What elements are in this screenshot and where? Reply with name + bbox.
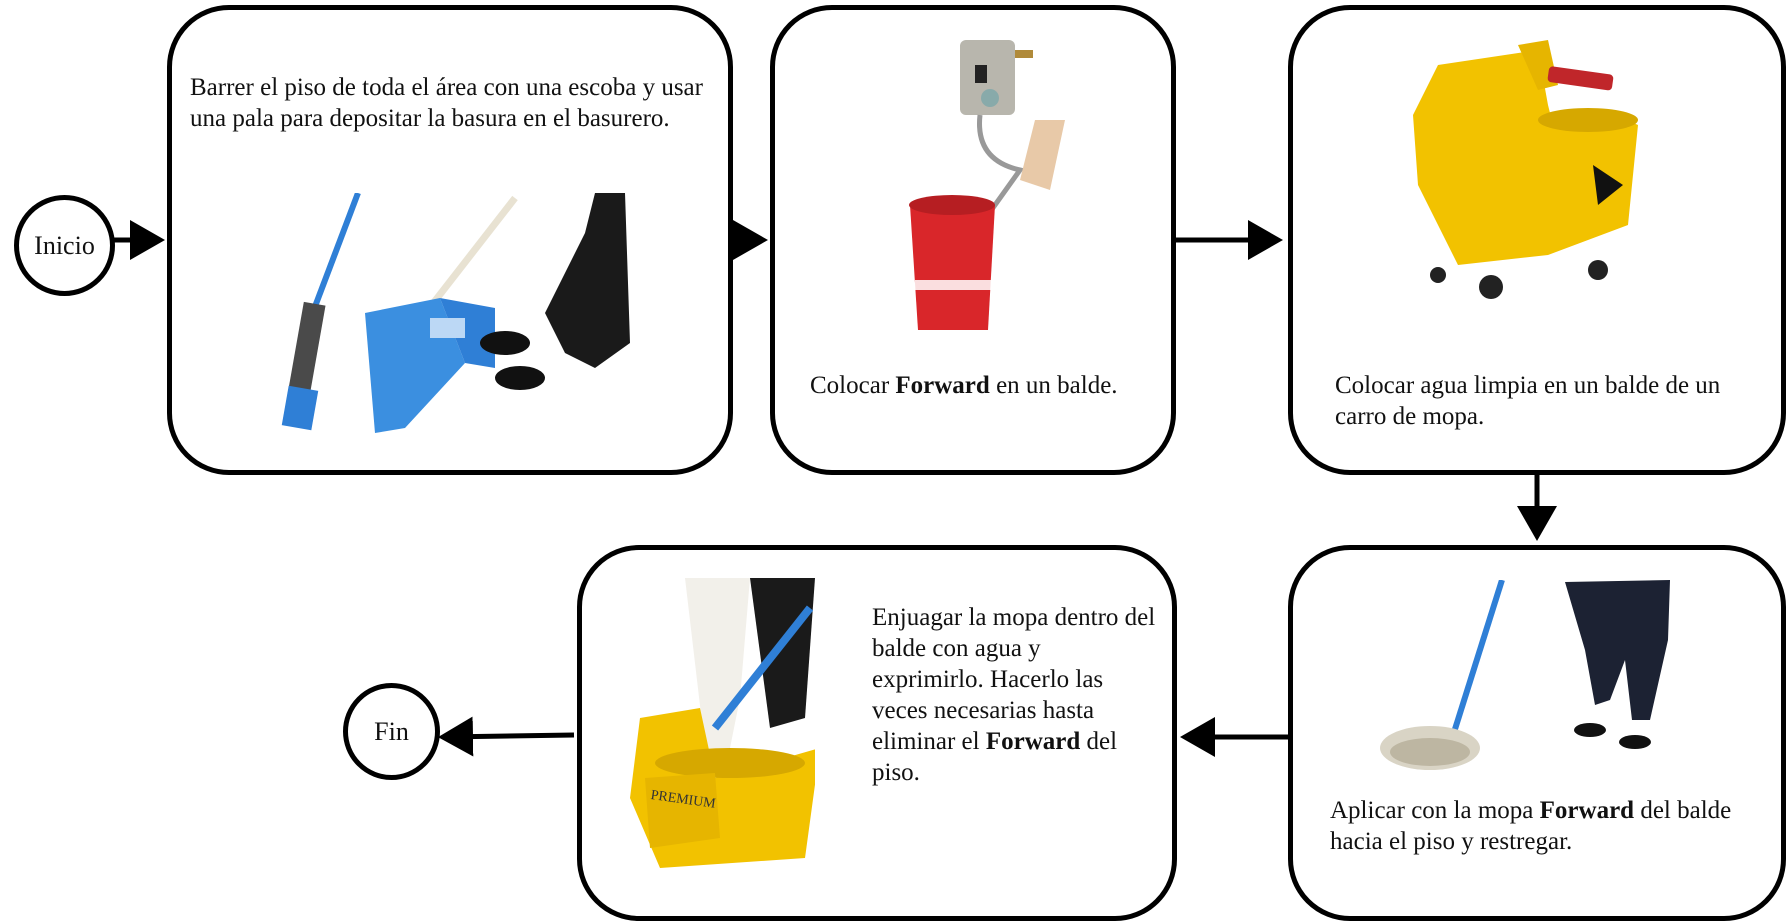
step-4-text-post: del balde hacia el piso y restregar. (1330, 797, 1732, 855)
step-1-box (167, 5, 733, 475)
start-label: Inicio (34, 230, 95, 260)
end-node: Fin (343, 683, 440, 780)
step-1-text: Barrer el piso de toda el área con una e… (190, 74, 703, 132)
bucket-dispenser-image (909, 40, 1065, 330)
step-2-text-bold: Forward (895, 372, 990, 399)
step-2-text: Colocar Forward en un balde. (810, 370, 1140, 401)
mop-cart-image (1413, 40, 1638, 299)
broom-dustpan-image (281, 193, 630, 433)
step-4-text-bold: Forward (1539, 797, 1635, 824)
step-4-text-pre: Aplicar con la mopa (1330, 797, 1540, 824)
start-node: Inicio (14, 195, 115, 296)
mop-on-floor-image (1380, 580, 1670, 770)
step-2-text-pre: Colocar (810, 372, 896, 399)
step-5-text-pre: Enjuagar la mopa dentro del balde con ag… (872, 604, 1156, 755)
step-2-text-post: en un balde. (989, 372, 1118, 399)
step-4-text: Aplicar con la mopa Forward del balde ha… (1330, 795, 1760, 857)
arrow-step5-to-end (438, 716, 575, 757)
step-3-text: Colocar agua limpia en un balde de un ca… (1335, 372, 1721, 430)
end-label: Fin (374, 716, 409, 746)
step-5-text: Enjuagar la mopa dentro del balde con ag… (872, 602, 1157, 788)
step-5-text-post: del piso. (872, 728, 1118, 786)
mop-rinse-image: PREMIUM (630, 578, 815, 868)
step-4-box (1288, 545, 1786, 921)
step-5-text-bold: Forward (985, 728, 1081, 755)
